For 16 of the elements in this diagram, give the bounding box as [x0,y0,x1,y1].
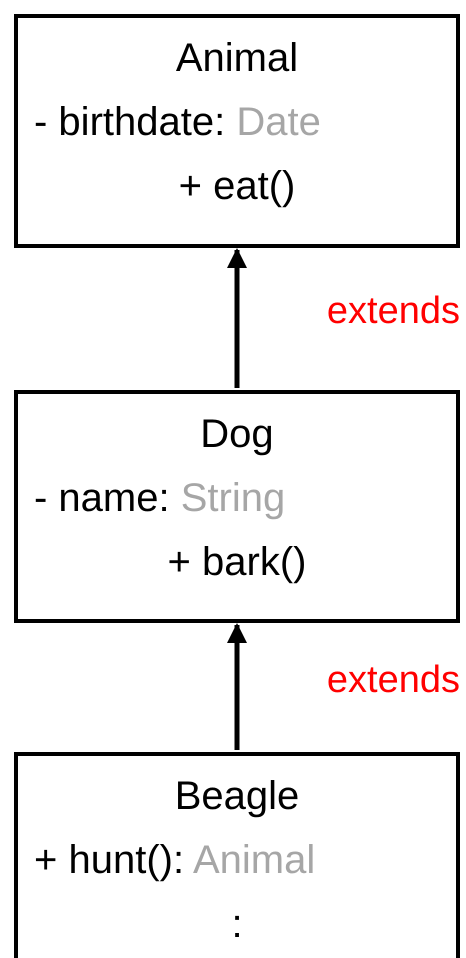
class-box [14,14,460,248]
class-box [14,752,460,958]
class-member: + eat() [178,163,296,210]
class-member: + bark() [168,539,306,586]
edge-label: extends [326,289,460,333]
class-member: : [231,901,243,948]
class-name: Dog [199,411,275,458]
class-box [14,390,460,623]
arrow [227,623,247,750]
class-name: Beagle [174,773,300,820]
arrow [227,248,247,388]
edge-label: extends [326,658,460,702]
class-member: - name: String [34,475,286,522]
class-member: - birthdate: Date [34,99,322,146]
class-member: + hunt(): Animal [34,837,316,884]
class-name: Animal [174,35,300,82]
